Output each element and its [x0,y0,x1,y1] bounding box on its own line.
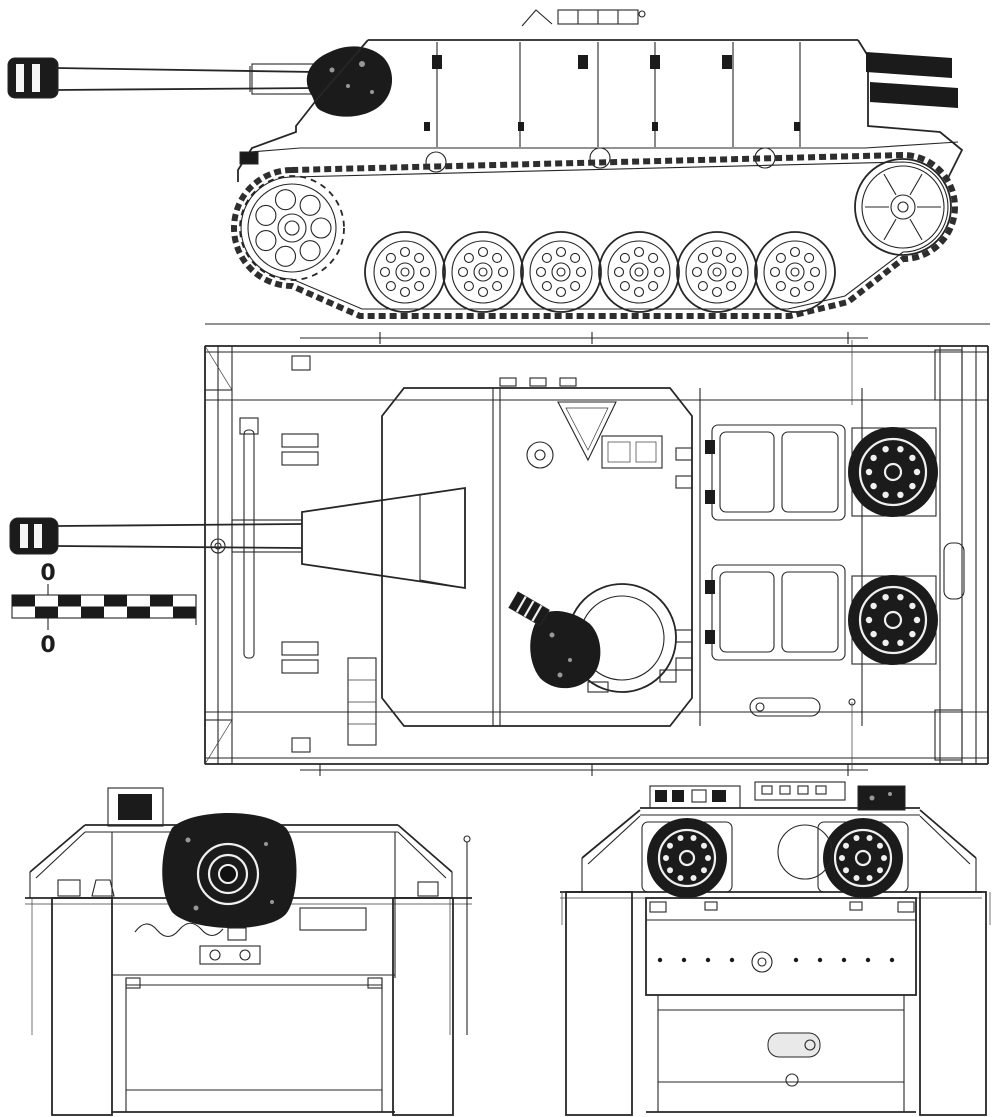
engine-hatches [699,388,863,726]
lower-hull-front [112,977,395,1113]
stowage-tarp [530,610,601,689]
gun-mantlet-front [162,813,297,929]
fender-rods [300,332,868,776]
lower-hull-rear [646,995,916,1113]
fender-stay-rods [31,835,471,1035]
loader-hatch [601,435,663,469]
gunner-sight-port [526,441,554,469]
cooling-fan-front [848,427,938,517]
hull-silhouette [237,39,964,182]
stowed-tool [508,591,550,627]
rear-fan-left [641,818,733,898]
road-wheels [364,231,836,313]
exhaust-muffler [767,1032,821,1058]
tow-cable [134,922,224,938]
side-view [7,9,990,325]
scale-bar-cells [12,595,196,618]
grab-handles [281,355,319,753]
tow-coupling [751,951,773,973]
exhaust-boxes [866,52,958,108]
notek-light-icon [91,879,115,897]
roof-fittings [521,9,646,27]
track-front-left [51,897,113,1116]
rear-view [560,781,991,1116]
cleaning-rod-stowage [210,417,259,659]
gun-barrel-top [9,517,303,555]
side-panel-seams [424,42,801,147]
hull-outline-top [204,345,989,765]
drive-sprocket [239,175,345,281]
toolbox [347,657,377,746]
idler-wheel [854,158,952,256]
track-run [231,151,958,319]
rear-hatch-circle [777,824,833,880]
rear-fender-stays [561,892,991,925]
top-view: 0 0 [9,332,989,776]
gun-mantlet [306,46,393,117]
muzzle-brake-icon [7,57,59,99]
scale-zero-top: 0 [40,561,55,586]
cooling-fan-rear [848,575,938,665]
rear-roof [560,781,982,899]
rear-plate [645,897,917,996]
track-front-right [392,897,454,1116]
track-rear-left [565,891,633,1116]
driver-visor [299,907,367,931]
rear-fan-right [817,818,909,898]
gun-mantlet-top [301,486,466,590]
front-view [25,787,472,1116]
scale-zero-bottom: 0 [40,633,55,658]
gun-barrel [55,63,317,95]
track-rear-right [919,891,987,1116]
superstructure-top [381,377,693,727]
ventilator [557,401,617,462]
scale-bar: 0 0 [11,561,197,658]
